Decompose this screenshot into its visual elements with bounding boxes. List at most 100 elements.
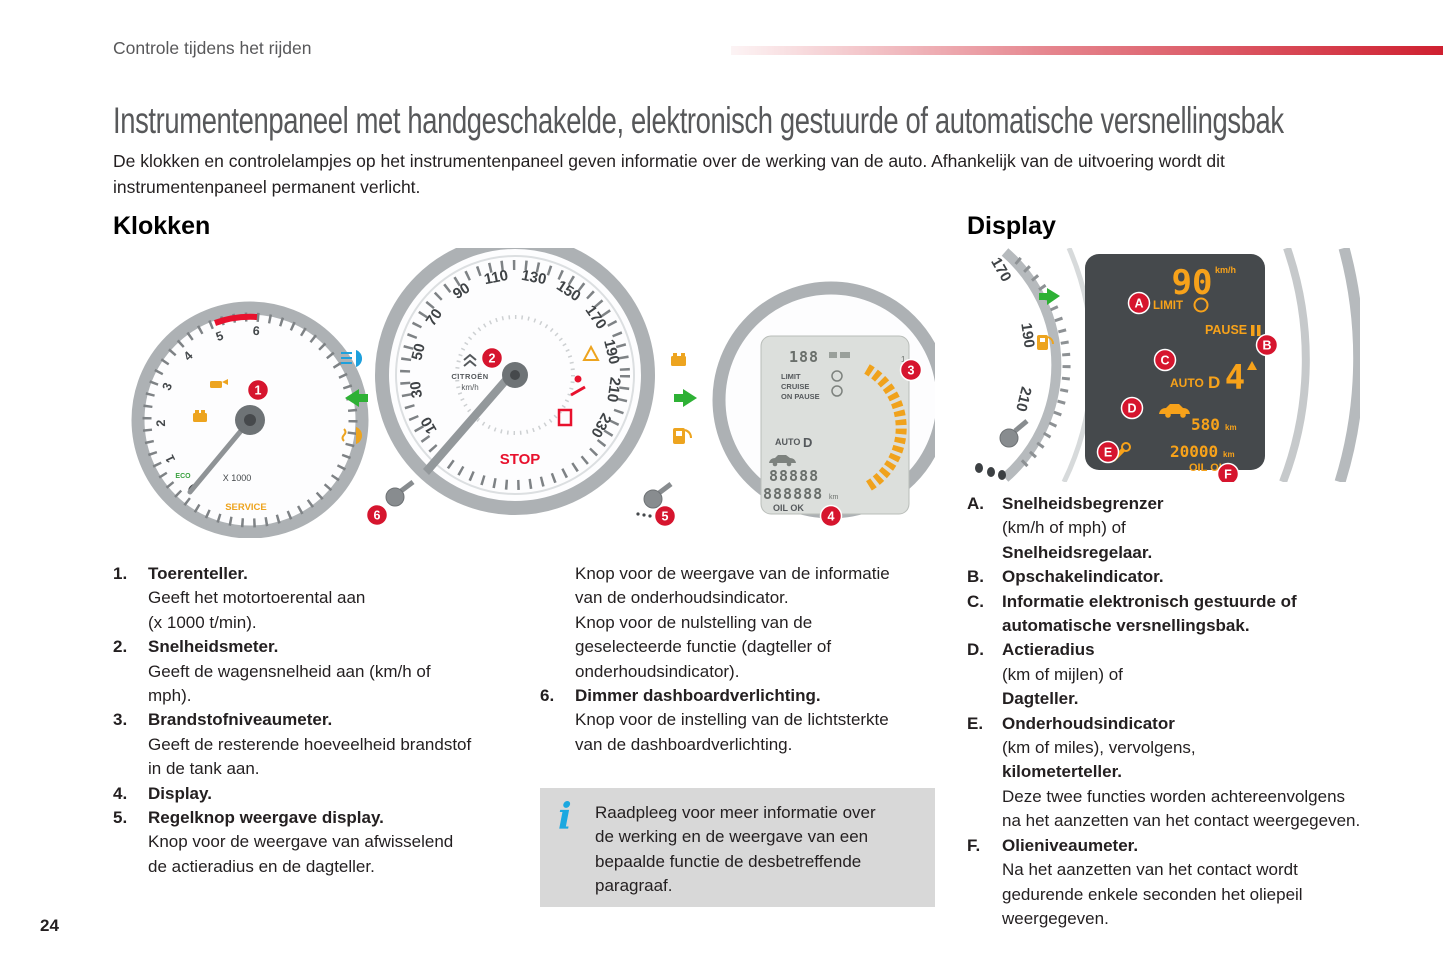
callout-B: B (1255, 333, 1279, 357)
instrument-cluster-figure: 0 1 2 3 4 5 6 X 1000 SERVICE ECO 1 (131, 248, 935, 538)
callout-D: D (1120, 396, 1144, 420)
range-value: 580 (1191, 415, 1220, 434)
tachometer-hub-center (244, 414, 256, 426)
speedometer-needle (423, 367, 520, 475)
panel-small-icon (840, 352, 850, 358)
item-line: (x 1000 t/min). (148, 612, 257, 632)
item-title: Snelheidsmeter. (148, 637, 279, 657)
tacho-multiplier-label: X 1000 (223, 473, 252, 483)
legend-item-5: 5. Regelknop weergave display. Knop voor… (113, 806, 533, 879)
speedometer-decor-ring (455, 315, 575, 435)
item-line: Knop voor de instelling van de lichtster… (575, 710, 889, 730)
callout-E: E (1096, 440, 1120, 464)
legend-item-A: A. Snelheidsbegrenzer (km/h of mph) of S… (967, 492, 1395, 565)
info-line: de werking en de weergave van een (595, 827, 869, 847)
item-line: Geeft de resterende hoeveelheid brandsto… (148, 734, 472, 754)
item-line: weergegeven. (1002, 908, 1109, 928)
svg-text:6: 6 (374, 509, 381, 523)
item-line: Knop voor de nulstelling van de (575, 612, 813, 632)
legend-item-1: 1. Toerenteller. Geeft het motortoerenta… (113, 562, 533, 635)
item-line: Opschakelindicator. (1002, 567, 1164, 587)
legend-item-6: 6. Dimmer dashboardverlichting. Knop voo… (540, 684, 940, 757)
item-line: (km/h of mph) of (1002, 518, 1126, 538)
intro-paragraph: De klokken en controlelampjes op het ins… (113, 148, 1323, 200)
info-line: Raadpleeg voor meer informatie over (595, 803, 876, 822)
item-letter: D. (967, 640, 984, 660)
item-number: 5. (113, 808, 128, 828)
item-letter: A. (967, 494, 984, 513)
svg-text:3: 3 (908, 364, 915, 378)
item-number: 4. (113, 783, 128, 803)
fuel-full-mark: 1 (901, 355, 906, 364)
range-unit: km (1225, 423, 1237, 432)
speedometer-hub-center (510, 370, 520, 380)
speedo-bezel-arc (1001, 248, 1062, 482)
item-line: (km of mijlen) of (1002, 664, 1123, 684)
panel-limiter-icon (831, 370, 843, 382)
display-heading: Display (967, 212, 1056, 240)
car-range-icon (1159, 404, 1190, 418)
speedo-tick: 90 (450, 280, 473, 303)
item-line: mph). (148, 686, 192, 706)
battery-warning-icon (193, 410, 207, 422)
speed-limit-value: 90 (1172, 263, 1213, 303)
speedo-tick: 190 (600, 338, 623, 366)
panel-digits-row2: 888888 (763, 485, 823, 503)
callout-4: 4 (819, 504, 843, 528)
item-title: Brandstofniveaumeter. (148, 710, 333, 730)
tachometer-gauge: 0 1 2 3 4 5 6 X 1000 SERVICE ECO (131, 301, 369, 538)
legend-item-B: B. Opschakelindicator. (967, 565, 1395, 589)
info-line: paragraaf. (595, 876, 673, 896)
panel-car-icon (769, 455, 796, 467)
item-line: Knop voor de weergave van afwisselend (148, 832, 454, 852)
speedometer-inner-ring (395, 255, 635, 495)
item-line: kilometerteller. (1002, 762, 1123, 782)
item-line: van de dashboardverlichting. (575, 734, 793, 754)
speedo-tick: 130 (520, 267, 548, 288)
fuel-display-housing: 188 LIMIT CRUISE ON PAUSE AUTO D 88888 8… (712, 281, 935, 519)
info-text: Raadpleeg voor meer informatie over de w… (595, 801, 921, 899)
eco-indicator-label: ECO (175, 473, 191, 480)
item-line: de actieradius en de dagteller. (148, 856, 375, 876)
limit-label: LIMIT (1153, 300, 1183, 312)
outer-bezel-arc (1334, 248, 1360, 482)
item-line: (km of miles), vervolgens, (1002, 738, 1196, 758)
tacho-tick: 6 (252, 324, 260, 338)
tacho-tick: 2 (154, 419, 168, 426)
speedometer-gauge: 10 30 50 70 90 110 130 150 170 190 210 2… (375, 248, 655, 515)
gear-mode-label: D (1208, 373, 1220, 392)
odometer-value: 20000 (1170, 442, 1218, 461)
dimmer-control-stalk (385, 480, 415, 507)
panel-auto-label: AUTO (775, 437, 800, 447)
tachometer-tick-ring (142, 312, 358, 528)
page-title-wrap: Instrumentenpaneel met handgeschakelde, … (113, 100, 1445, 142)
panel-digits-row1: 88888 (769, 467, 819, 485)
header-accent-bar (731, 46, 1443, 55)
intro-line-1: De klokken en controlelampjes op het ins… (113, 151, 1225, 171)
high-beam-icon (341, 350, 363, 367)
display-control-stalk (999, 419, 1029, 448)
item-title: Regelknop weergave display. (148, 808, 384, 828)
callout-F: F (1216, 462, 1240, 482)
page-number: 24 (40, 916, 59, 935)
speedometer-tick-ring (400, 260, 630, 490)
speed-unit-label: km/h (1215, 265, 1236, 275)
panel-oil-ok-label: OIL OK (773, 503, 804, 513)
callout-C: C (1153, 348, 1177, 372)
item-number: 6. (540, 686, 555, 706)
fuel-pump-icon (673, 428, 692, 444)
fuel-pump-icon (1037, 335, 1054, 350)
door-open-icon (557, 408, 573, 427)
item-number: 2. (113, 637, 128, 657)
item-title: Toerenteller. (148, 564, 248, 583)
tachometer-redline (213, 313, 258, 326)
warning-triangle-icon (582, 344, 600, 361)
speedo-tick: 110 (483, 267, 510, 288)
svg-text:5: 5 (662, 510, 669, 524)
speed-limiter-icon (1193, 297, 1209, 313)
speed-unit-label: km/h (461, 383, 478, 392)
speedo-tick: 50 (408, 342, 429, 362)
tacho-tick: 5 (214, 328, 225, 344)
display-detail-figure: 170 190 210 90 km/h LIMIT PAUSE AUTO D 4… (975, 248, 1360, 482)
display-control-stalk (636, 482, 673, 518)
